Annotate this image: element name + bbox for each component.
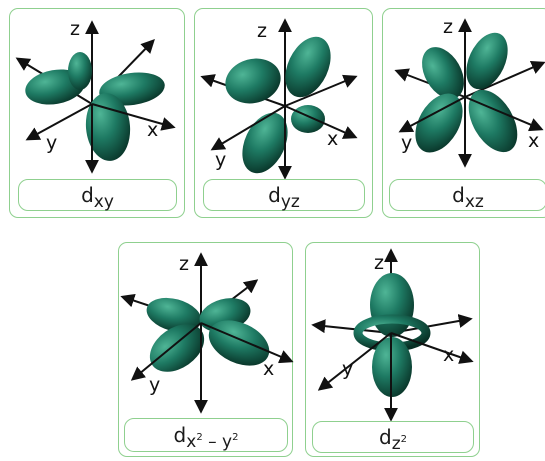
y-axis-label: y [215,149,226,171]
orbital-card-dyz: z y x dyz [194,8,373,218]
y-axis-label: y [342,358,353,380]
orbital-label-box-dz2: dz2 [312,421,474,453]
orbital-card-dxy: z y x dxy [9,8,185,218]
orbital-card-dxz: z y x dxz [382,8,545,218]
z-axis-label: z [257,20,267,42]
z-axis-label: z [443,16,453,38]
x-axis-label: x [263,358,274,380]
orbital-label-dxz: dxz [452,185,484,206]
lobe [459,82,528,161]
lobe [458,26,516,96]
orbital-label-box-dyz: dyz [203,179,365,211]
y-axis-label: y [46,132,57,154]
orbital-label-dyz: dyz [268,185,300,206]
x-axis-label: x [327,128,338,150]
lobe [68,52,92,90]
lobe [291,105,325,133]
z-axis-label: z [179,253,189,275]
orbital-card-dz2: z y x dz2 [305,242,480,457]
orbital-label-box-dx2-y2: dx2 – y2 [124,418,288,452]
orbital-label-dx2-y2: dx2 – y2 [174,425,239,446]
x-axis-label: x [443,344,454,366]
x-axis-label: x [147,119,158,141]
z-axis-label: z [374,252,384,274]
z-axis-label: z [70,18,80,40]
y-axis [28,104,92,139]
orbital-card-dx2-y2: z y x dx2 – y2 [118,242,293,457]
orbital-label-box-dxy: dxy [18,179,177,211]
y-axis-label: y [401,132,412,154]
orbital-label-dz2: dz2 [379,427,407,448]
orbital-label-box-dxz: dxz [389,179,545,211]
lobe [220,53,285,110]
x-axis-label: x [528,130,539,152]
orbital-label-dxy: dxy [81,185,114,206]
lobe [370,273,414,337]
y-axis-label: y [149,374,160,396]
